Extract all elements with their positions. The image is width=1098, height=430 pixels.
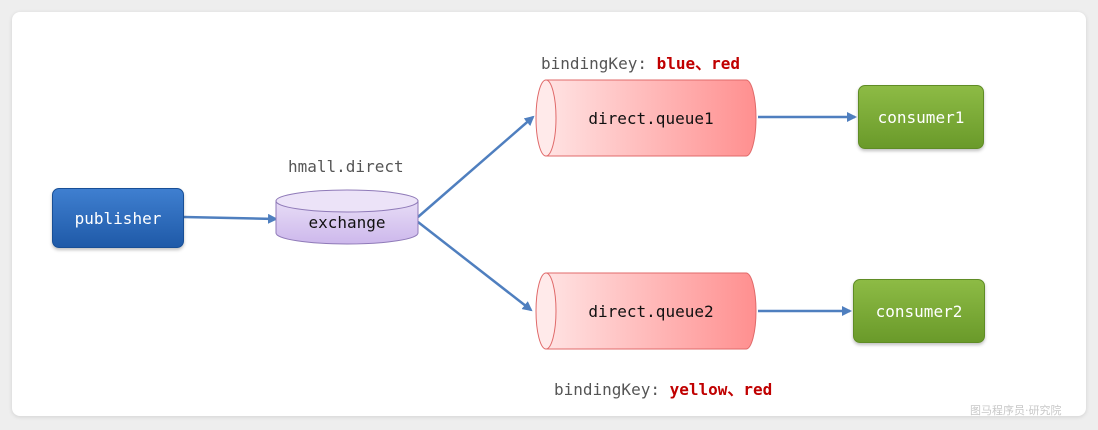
exchange-cylinder <box>275 189 419 245</box>
watermark-text: 图马程序员·研究院 <box>970 404 1062 417</box>
queue2-binding-keys: yellow、red <box>669 380 773 399</box>
queue1-binding-label: bindingKey: blue、red <box>541 50 740 74</box>
queue2-node-label: direct.queue2 <box>588 301 714 321</box>
consumer1-node: consumer1 <box>858 85 984 149</box>
consumer2-node: consumer2 <box>853 279 985 343</box>
queue2-cylinder <box>535 272 757 350</box>
exchange-node-label: exchange <box>308 212 386 232</box>
arrow-exchange-to-queue1 <box>417 115 535 218</box>
queue1-binding-prefix: bindingKey: <box>541 54 657 73</box>
exchange-name-label: hmall.direct <box>288 157 404 176</box>
queue1-cylinder <box>535 79 757 157</box>
publisher-node: publisher <box>52 188 184 248</box>
arrow-publisher-to-exchange <box>183 213 278 224</box>
queue1-binding-keys: blue、red <box>656 54 741 73</box>
queue1-node-label: direct.queue1 <box>588 108 714 128</box>
arrow-exchange-to-queue2 <box>417 221 533 312</box>
queue2-binding-label: bindingKey: yellow、red <box>554 376 772 400</box>
queue2-binding-prefix: bindingKey: <box>554 380 670 399</box>
